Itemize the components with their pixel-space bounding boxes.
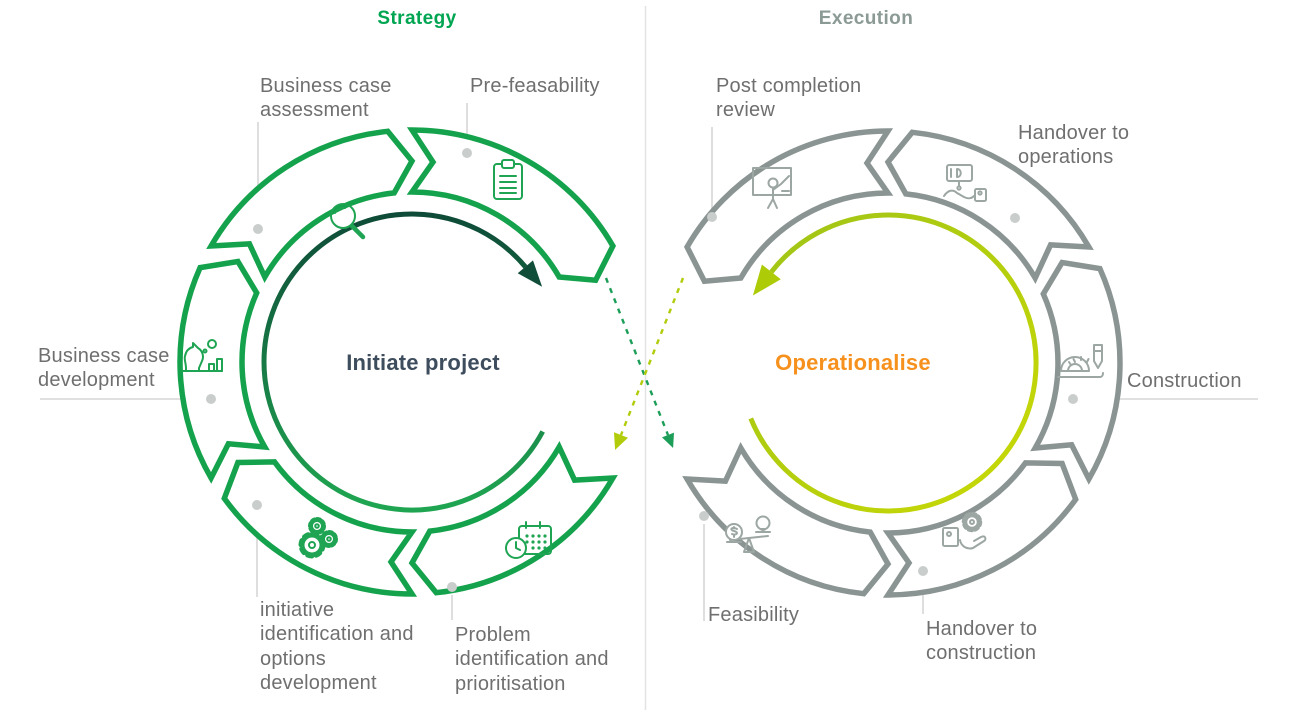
- connector-dot: [707, 212, 717, 222]
- connector-dot: [253, 224, 263, 234]
- connector-dot: [918, 566, 928, 576]
- strategy-icons: [181, 159, 552, 559]
- execution-title: Execution: [818, 8, 914, 29]
- initiate-project-label: Initiate project: [346, 350, 500, 375]
- ring-segment-post-completion-review: [683, 128, 894, 285]
- ring-segment-handover-to-construction: [882, 460, 1079, 598]
- connector-dot: [206, 394, 216, 404]
- clipboard-icon: [493, 159, 523, 200]
- presentation-icon: [752, 167, 792, 209]
- protractor-pen-icon: [1057, 344, 1104, 378]
- execution-icons: [725, 164, 1104, 553]
- connector-dot: [252, 500, 262, 510]
- search-icon: [330, 203, 366, 240]
- operationalise-label: Operationalise: [775, 350, 931, 375]
- cross-arrows: [604, 277, 685, 450]
- label-pre-feasability: Pre-feasability: [470, 75, 600, 97]
- ring-segment-problem-identification-and-prioritisation: [408, 441, 618, 596]
- execution-to-strategy-arrow: [619, 277, 685, 436]
- initiate-cycle-arrow-head: [517, 260, 543, 287]
- label-handover-to-construction: Handover to construction: [926, 618, 1038, 665]
- chess-strategy-icon: [181, 339, 223, 372]
- label-business-case-assessment: Business case assessment: [260, 75, 392, 122]
- feasibility-scale-icon: [725, 515, 771, 553]
- label-construction: Construction: [1127, 370, 1242, 392]
- label-initiative-identification: initiative identification and options de…: [260, 599, 414, 695]
- strategy-to-execution-arrow: [604, 277, 670, 436]
- label-handover-to-operations: Handover to operations: [1018, 122, 1130, 169]
- label-problem-identification: Problem identification and prioritisatio…: [455, 624, 609, 695]
- gears-icon: [298, 517, 338, 559]
- label-business-case-development: Business case development: [38, 345, 170, 392]
- ring-segment-pre-feasability: [406, 127, 617, 284]
- ring-segment-handover-to-operations: [884, 129, 1094, 284]
- operationalise-cycle-arrow-head: [752, 264, 781, 296]
- calendar-clock-icon: [505, 521, 552, 559]
- strategy-title: Strategy: [377, 8, 457, 29]
- cycle-arrows: [261, 211, 1039, 514]
- handover-gear-icon: [942, 511, 987, 550]
- connector-dot: [447, 582, 457, 592]
- printing-hand-icon: [943, 164, 987, 202]
- connector-dot: [1068, 394, 1078, 404]
- label-feasibility: Feasibility: [708, 604, 800, 626]
- initiate-cycle-arrow: [261, 211, 545, 513]
- connector-dot: [699, 511, 709, 521]
- connector-dots: [206, 148, 1078, 592]
- connector-dot: [1010, 213, 1020, 223]
- ring-segment-business-case-assessment: [206, 128, 416, 283]
- connector-dot: [462, 148, 472, 158]
- strategy-to-execution-arrow-head: [662, 432, 674, 448]
- operationalise-cycle-arrow: [748, 212, 1039, 514]
- execution-to-strategy-arrow-head: [614, 432, 628, 450]
- label-post-completion-review: Post completion review: [716, 75, 862, 122]
